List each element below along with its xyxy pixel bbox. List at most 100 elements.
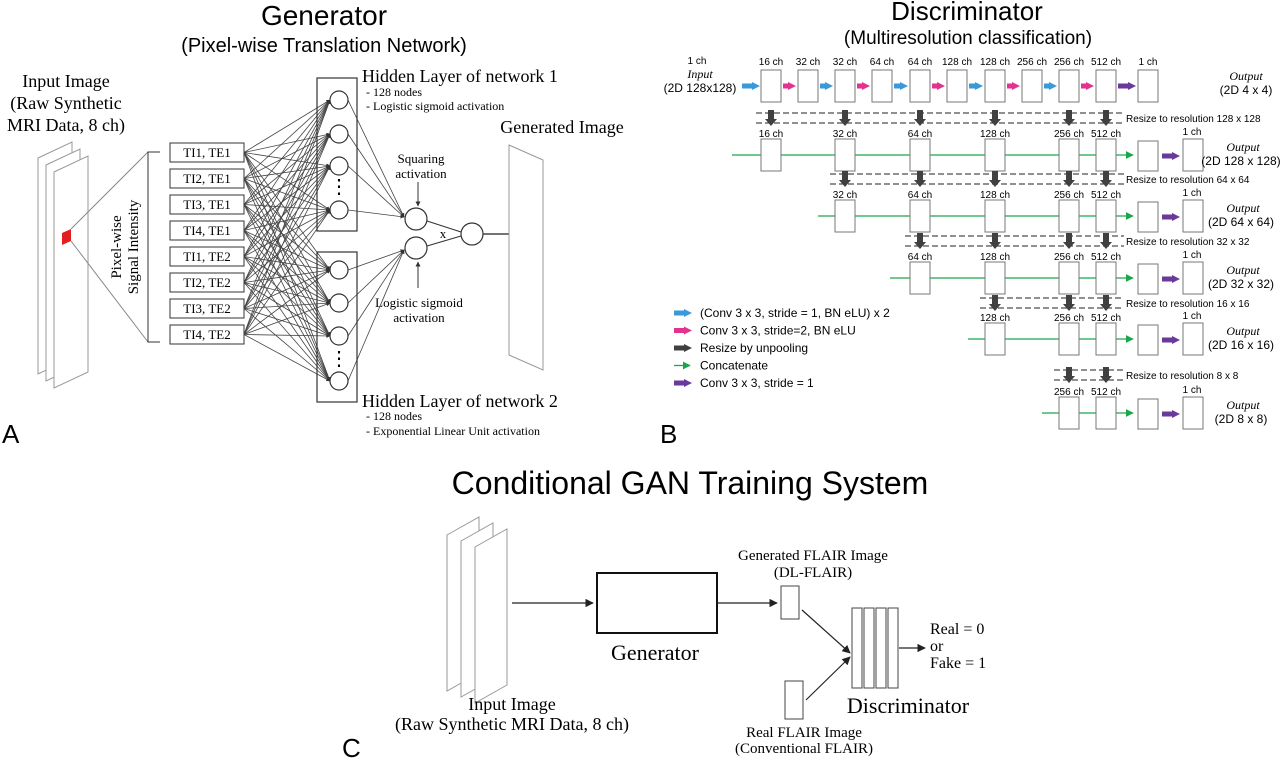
- channel-label: 32 ch: [833, 129, 857, 140]
- connection-line: [243, 165, 331, 257]
- input-node-label: TI2, TE2: [183, 275, 230, 290]
- connection-line: [243, 208, 331, 231]
- connection-line: [243, 133, 331, 179]
- channel-label: 32 ch: [833, 57, 857, 68]
- resize-label: Resize to resolution 128 x 128: [1126, 114, 1261, 125]
- hidden-1-notes: - 128 nodes- Logistic sigmoid activation: [366, 85, 504, 113]
- generator-box: [596, 572, 718, 634]
- channel-label: 512 ch: [1091, 252, 1121, 263]
- channel-label: 128 ch: [980, 129, 1010, 140]
- block-arrow: [1044, 82, 1057, 90]
- channel-label: 128 ch: [980, 190, 1010, 201]
- feature-map-box: [797, 69, 819, 103]
- channel-label: 512 ch: [1091, 129, 1121, 140]
- hidden-layer-2-box: [316, 251, 358, 403]
- level-output-dims: (2D 16 x 16): [1208, 338, 1274, 352]
- feature-map-box: [1058, 199, 1080, 233]
- block-arrow: [674, 309, 692, 317]
- feature-map-box: [909, 261, 931, 295]
- feature-map-box: [1095, 396, 1117, 430]
- outcome-line: Real = 0: [930, 621, 984, 638]
- input-pixel: [62, 229, 71, 245]
- feature-map-box: [1137, 201, 1159, 233]
- input-image-stack: [37, 141, 89, 389]
- channel-label: 1 ch: [1183, 250, 1202, 261]
- channel-label: 64 ch: [908, 129, 932, 140]
- legend-label: Concatenate: [700, 359, 768, 373]
- feature-map-box: [1095, 69, 1117, 103]
- feature-map-box: [1058, 69, 1080, 103]
- real-flair-label-line: Real FLAIR Image: [746, 725, 862, 741]
- feature-map-box: [1137, 398, 1159, 430]
- resize-arrow: [1063, 295, 1075, 311]
- hidden-layer-1-box: [316, 77, 358, 232]
- level-output-dims: (2D 8 x 8): [1215, 412, 1268, 426]
- resize-arrow: [1063, 233, 1075, 249]
- hidden-node: [329, 260, 349, 280]
- feature-map-box: [984, 322, 1006, 356]
- feature-map-box: [984, 261, 1006, 295]
- connection-line: [243, 282, 331, 382]
- feature-map-box: [1095, 261, 1117, 295]
- c-input-stack: [446, 516, 508, 704]
- resize-arrow: [1100, 367, 1112, 383]
- level-output-title: Output: [1226, 398, 1260, 412]
- discriminator-label: Discriminator: [847, 693, 970, 718]
- connection-line: [243, 165, 331, 335]
- block-arrow: [1007, 82, 1020, 90]
- feature-map-box: [834, 69, 856, 103]
- generated-flair-label-line: Generated FLAIR Image: [738, 548, 888, 564]
- c-input-label: Input Image(Raw Synthetic MRI Data, 8 ch…: [395, 694, 629, 735]
- channel-label: 16 ch: [759, 129, 783, 140]
- feature-map-box: [871, 69, 893, 103]
- input-title: Input: [686, 67, 713, 81]
- resize-arrow: [765, 110, 777, 126]
- connection-line: [243, 209, 331, 283]
- resize-arrow: [989, 233, 1001, 249]
- input-node-label: TI1, TE1: [183, 145, 230, 160]
- feature-map-box: [1137, 263, 1159, 295]
- resize-label: Resize to resolution 32 x 32: [1126, 237, 1250, 248]
- panel-b-discriminator: Discriminator (Multiresolution classific…: [660, 0, 1280, 449]
- level-output-dims: (2D 64 x 64): [1208, 215, 1274, 229]
- block-arrow: [783, 82, 796, 90]
- resize-arrow: [839, 171, 851, 187]
- resize-arrow: [989, 110, 1001, 126]
- input-image-label-line: Input Image: [22, 71, 109, 91]
- block-arrow: [820, 82, 833, 90]
- connection-line: [243, 133, 331, 283]
- channel-label: 1 ch: [1183, 188, 1202, 199]
- connection-line: [243, 268, 331, 283]
- sigmoid-label-line: activation: [393, 310, 445, 325]
- feature-map-box: [1021, 69, 1043, 103]
- block-arrow: [1162, 336, 1180, 344]
- block-arrow: [674, 326, 692, 335]
- feature-map-box: [834, 138, 856, 172]
- output-dims: (2D 4 x 4): [1220, 83, 1273, 97]
- connection-line: [243, 282, 331, 305]
- feature-map-box: [1182, 396, 1204, 430]
- feature-map-box: [760, 138, 782, 172]
- channel-label: 256 ch: [1054, 252, 1084, 263]
- feature-map-box: [909, 138, 931, 172]
- signal-bracket: [147, 151, 160, 343]
- connection-line: [243, 308, 331, 382]
- squaring-label-line: Squaring: [398, 151, 445, 166]
- channel-label: 1 ch: [1183, 311, 1202, 322]
- feature-map-box: [909, 199, 931, 233]
- connection-line: [243, 269, 331, 335]
- feature-map-box: [1095, 138, 1117, 172]
- level-output-title: Output: [1226, 263, 1260, 277]
- connection-line: [243, 165, 331, 309]
- connection-line: [243, 282, 331, 337]
- panel-a-letter: A: [2, 419, 20, 449]
- connection-line: [243, 99, 331, 335]
- connection-line: [243, 99, 331, 257]
- panel-a-subtitle: (Pixel-wise Translation Network): [181, 35, 467, 57]
- block-arrow: [857, 82, 870, 90]
- channel-label: 128 ch: [980, 57, 1010, 68]
- multiply-label: x: [440, 226, 447, 241]
- hidden-2-dots: ⋮: [329, 348, 349, 370]
- hidden-2-note: - Exponential Linear Unit activation: [366, 424, 540, 438]
